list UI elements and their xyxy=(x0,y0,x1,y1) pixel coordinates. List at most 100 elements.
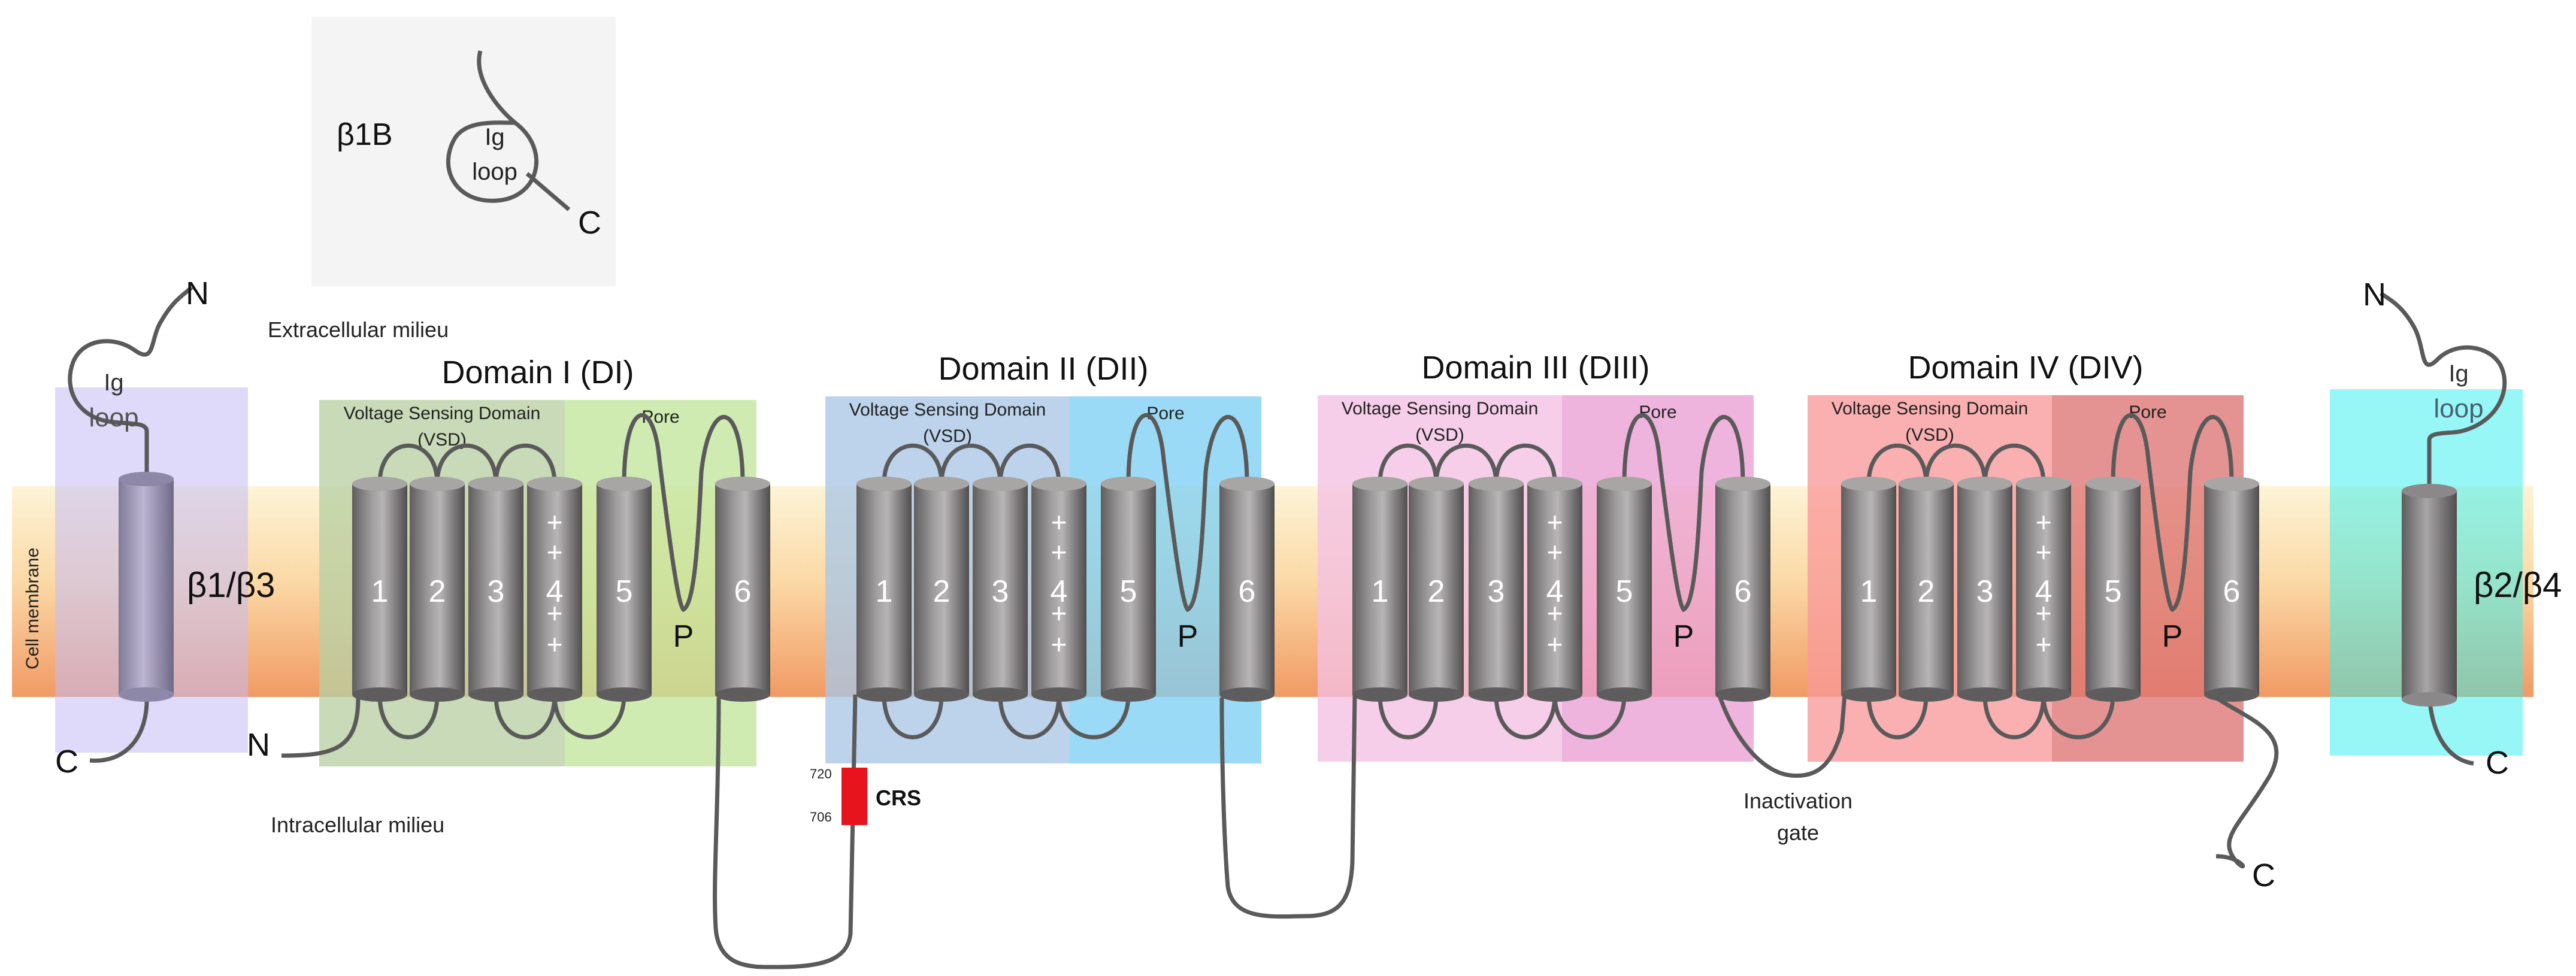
domain-4-vsd-label: Voltage Sensing Domain xyxy=(1832,399,2029,419)
segment-number: 6 xyxy=(2223,574,2241,609)
domain-4-segment-s6: 6 xyxy=(2204,477,2259,702)
s4-charge-plus: + xyxy=(547,598,563,629)
segment-number: 2 xyxy=(933,574,951,609)
beta1b-loop-text: loop xyxy=(472,159,517,185)
crs-residue-720: 720 xyxy=(810,766,832,781)
domain-4-vsd-sublabel: (VSD) xyxy=(1905,425,1954,445)
s4-charge-plus: + xyxy=(2036,507,2052,538)
segment-number: 5 xyxy=(2105,574,2122,609)
beta13-helix-bottom xyxy=(119,687,174,702)
beta24-c-terminus: C xyxy=(2486,745,2509,781)
segment-number: 1 xyxy=(1860,574,1878,609)
beta1b-title: β1B xyxy=(337,117,393,152)
domain-4: Domain IV (DIV) Voltage Sensing Domain (VS… xyxy=(1808,350,2259,762)
helix-body xyxy=(410,484,465,695)
helix-top xyxy=(410,477,465,491)
segment-number: 5 xyxy=(1616,574,1633,609)
beta13-label: β1/β3 xyxy=(187,566,275,605)
helix-top xyxy=(1409,477,1464,491)
helix-body xyxy=(1527,484,1582,695)
helix-body xyxy=(1899,484,1954,695)
domain-3-segment-s2: 2 xyxy=(1409,477,1464,702)
helix-top xyxy=(973,477,1028,491)
helix-top xyxy=(352,477,407,491)
beta1b-ig-text: Ig xyxy=(485,124,504,150)
segment-number: 6 xyxy=(1735,574,1752,609)
beta13-n-terminus: N xyxy=(186,275,209,311)
alpha-n-terminus: N xyxy=(247,727,270,763)
alpha-n-terminus-tail xyxy=(281,697,361,758)
beta13-intracellular-tail xyxy=(89,694,149,763)
domain-3-segment-s3: 3 xyxy=(1469,477,1524,702)
segment-number: 2 xyxy=(1428,574,1445,609)
segment-number: 3 xyxy=(1976,574,1994,609)
helix-top xyxy=(1715,477,1770,491)
helix-body xyxy=(973,484,1028,695)
domain-1-loops xyxy=(377,413,745,739)
domain-2-p-loop-label: P xyxy=(1177,619,1198,654)
beta24-ig-text: Ig xyxy=(2448,360,2468,387)
helix-body xyxy=(1715,484,1770,695)
beta24-helix xyxy=(2402,491,2457,699)
beta13-ig-text: Ig xyxy=(104,369,123,396)
helix-body xyxy=(1101,484,1156,695)
helix-top xyxy=(715,477,770,491)
domain-4-loops xyxy=(1866,413,2234,739)
domain-2: Domain II (DII)Voltage Sensing Domain(VS… xyxy=(825,351,1275,763)
helix-top xyxy=(1469,477,1524,491)
s4-charge-plus: + xyxy=(1051,598,1067,629)
helix-bottom xyxy=(1219,687,1275,702)
s4-charge-plus: + xyxy=(1051,629,1067,660)
helix-body xyxy=(1841,484,1896,695)
helix-bottom xyxy=(1101,687,1156,702)
helix-bottom xyxy=(1527,687,1582,702)
segment-number: 3 xyxy=(488,574,505,609)
segment-number: 1 xyxy=(371,574,389,609)
domain-1-segment-s2: 2 xyxy=(410,477,465,702)
segment-number: 4 xyxy=(2035,574,2053,609)
helix-bottom xyxy=(527,687,582,702)
s4-charge-plus: + xyxy=(1547,629,1563,660)
domain-4-p-loop-label: P xyxy=(2162,619,2183,654)
helix-top xyxy=(1597,477,1652,491)
helix-top xyxy=(2016,477,2071,491)
domain-2-loops xyxy=(882,413,1249,739)
linker-dii-diii xyxy=(1219,694,1357,919)
s4-charge-plus: + xyxy=(1547,507,1563,538)
helix-top xyxy=(1352,477,1407,491)
inactivation-gate-label-line1: Inactivation xyxy=(1743,789,1852,813)
helix-top xyxy=(1219,477,1275,491)
domain-4-pore-label: Pore xyxy=(2129,402,2166,422)
helix-bottom xyxy=(597,687,652,702)
helix-body xyxy=(1469,484,1524,695)
crs-marker: CRS 720 706 xyxy=(810,766,921,825)
domain-2-title: Domain II (DII) xyxy=(938,351,1148,387)
helix-bottom xyxy=(856,687,912,702)
domain-3-p-loop-label: P xyxy=(1673,619,1694,654)
s4-charge-plus: + xyxy=(2036,537,2052,568)
inactivation-gate-label-line2: gate xyxy=(1777,820,1819,845)
beta1b-inset: β1B Ig loop C xyxy=(311,17,616,286)
s4-charge-plus: + xyxy=(2036,629,2052,660)
helix-bottom xyxy=(2204,687,2259,702)
domain-3: Domain III (DIII)Voltage Sensing Domain(… xyxy=(1318,350,1770,762)
helix-bottom xyxy=(1597,687,1652,702)
helix-top xyxy=(527,477,582,491)
helix-bottom xyxy=(1957,687,2012,702)
domain-2-segment-s4: 4++++ xyxy=(1031,477,1086,702)
beta13-subunit: Ig loop N C β1/β3 xyxy=(55,275,275,780)
segment-number: 5 xyxy=(616,574,633,609)
helix-body xyxy=(2016,484,2071,695)
beta24-subunit: Ig loop N C β2/β4 xyxy=(2330,277,2562,781)
domain-2-segment-s1: 1 xyxy=(856,477,912,702)
segment-number: 4 xyxy=(1546,574,1564,609)
domain-4-title: Domain IV (DIV) xyxy=(1908,350,2143,386)
segment-number: 2 xyxy=(1918,574,1935,609)
domain-3-pore-label: Pore xyxy=(1639,402,1676,422)
beta1b-c-terminus: C xyxy=(578,205,601,241)
domain-3-loops xyxy=(1378,413,1745,739)
beta24-label: β2/β4 xyxy=(2474,566,2562,605)
helix-bottom xyxy=(1469,687,1524,702)
domain-1-segment-s5: 5 xyxy=(597,477,652,702)
